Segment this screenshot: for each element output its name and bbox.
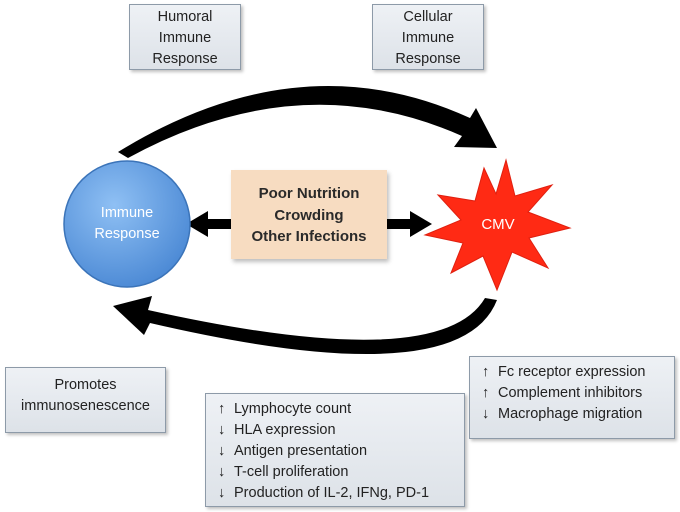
arrow-down-icon: ↓ <box>218 443 226 459</box>
left-straight-arrow <box>186 211 233 237</box>
cellular-effects-box: ↑ Lymphocyte count ↓ HLA expression ↓ Antig… <box>205 393 465 507</box>
box-line: Immune <box>401 30 455 46</box>
arrow-up-icon: ↑ <box>482 385 490 401</box>
box-line: immunosenescence <box>21 398 150 414</box>
arrow-down-icon: ↓ <box>218 485 226 501</box>
top-curved-arrow <box>118 85 497 158</box>
humoral-immune-response-box: Humoral Immune Response <box>129 4 241 70</box>
factor-line: Poor Nutrition <box>258 185 360 202</box>
box-line: Response <box>395 51 461 67</box>
immune-label-line: Immune <box>100 205 154 221</box>
effect-text: Lymphocyte count <box>234 401 352 417</box>
effect-row: ↑ Fc receptor expression <box>482 362 668 383</box>
cmv-burst-node <box>423 158 572 292</box>
cmv-label: CMV <box>481 216 515 233</box>
effect-row: ↓ Production of IL-2, IFNg, PD-1 <box>218 483 458 504</box>
effect-text: T-cell proliferation <box>234 464 349 480</box>
effect-row: ↓ T-cell proliferation <box>218 462 458 483</box>
effect-row: ↑ Lymphocyte count <box>218 399 458 420</box>
immune-response-node <box>63 160 191 288</box>
effect-text: Antigen presentation <box>234 443 368 459</box>
box-line: Cellular <box>403 9 453 25</box>
box-line: Immune <box>158 30 212 46</box>
promotes-immunosenescence-box: Promotes immunosenescence <box>5 367 166 433</box>
effect-row: ↓ Antigen presentation <box>218 441 458 462</box>
effect-text: Production of IL-2, IFNg, PD-1 <box>234 485 430 501</box>
arrow-down-icon: ↓ <box>218 422 226 438</box>
arrow-up-icon: ↑ <box>218 401 226 417</box>
environmental-factors-box: Poor Nutrition Crowding Other Infections <box>231 170 387 259</box>
immune-label-line: Response <box>94 226 160 242</box>
box-line: Humoral <box>157 9 213 25</box>
cellular-immune-response-box: Cellular Immune Response <box>372 4 484 70</box>
cmv-evasion-effects-box: ↑ Fc receptor expression ↑ Complement inhi… <box>469 356 675 439</box>
effect-text: Fc receptor expression <box>498 364 646 380</box>
bottom-curved-arrow <box>113 296 497 355</box>
effect-text: Macrophage migration <box>498 406 643 422</box>
factor-line: Crowding <box>274 206 344 224</box>
effect-row: ↑ Complement inhibitors <box>482 383 668 404</box>
arrow-down-icon: ↓ <box>482 406 490 422</box>
factor-line: Other Infections <box>251 228 367 245</box>
right-straight-arrow <box>387 211 432 237</box>
effect-row: ↓ Macrophage migration <box>482 404 668 425</box>
box-line: Response <box>152 51 218 67</box>
effect-row: ↓ HLA expression <box>218 420 458 441</box>
effect-text: HLA expression <box>234 422 336 438</box>
effect-text: Complement inhibitors <box>498 385 643 401</box>
immune-response-label: Immune Response <box>74 203 180 245</box>
box-line: Promotes <box>54 377 117 393</box>
arrow-up-icon: ↑ <box>482 364 490 380</box>
arrow-down-icon: ↓ <box>218 464 226 480</box>
